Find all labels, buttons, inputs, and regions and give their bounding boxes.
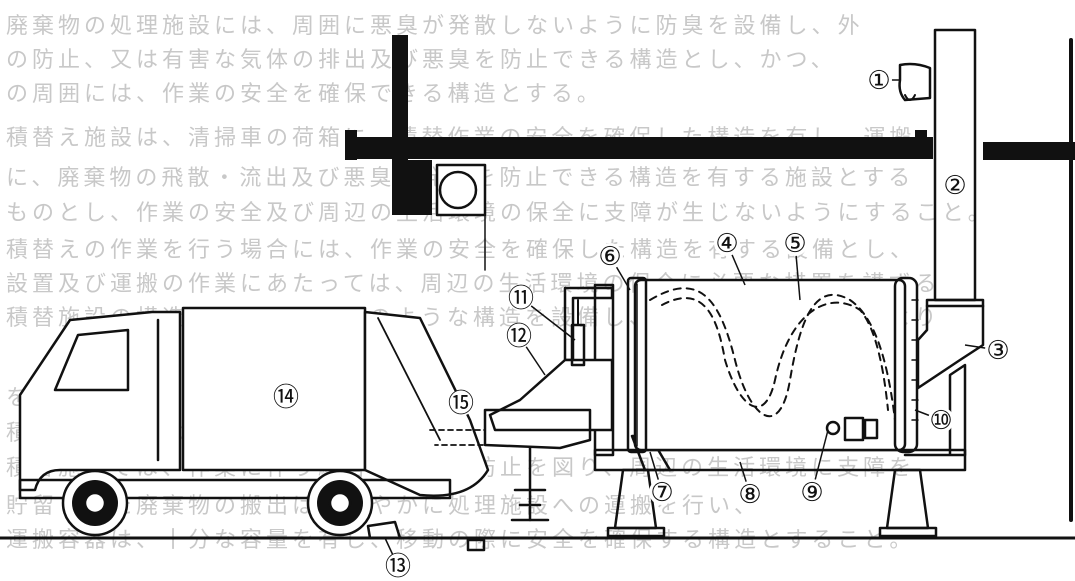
callout-badge <box>942 172 968 198</box>
callout-badge <box>649 479 675 505</box>
callout-label: ⑦ <box>650 478 673 508</box>
callout-badge <box>782 230 808 256</box>
callout-label: ② <box>943 171 966 201</box>
callout-badge <box>985 337 1011 363</box>
truck-chassis <box>18 478 452 500</box>
callout-layer: ① ② ③ ④ ⑤ ⑥ ⑦ ⑧ ⑨ ⑩ ⑪ ⑫ ⑬ ⑭ ⑮ <box>273 66 1011 581</box>
exhaust-fan <box>898 62 932 102</box>
callout-3: ③ <box>964 336 1011 366</box>
drive-motor <box>825 416 879 442</box>
callout-label: ① <box>867 66 890 96</box>
front-wheel <box>61 469 129 537</box>
callout-11: ⑪ <box>508 284 576 341</box>
callout-label: ③ <box>986 336 1009 366</box>
ceiling-beam <box>345 137 933 159</box>
ceiling-beam-end <box>345 130 357 160</box>
callout-label: ⑪ <box>508 284 534 314</box>
truck-cab <box>18 310 182 492</box>
callout-badge <box>506 323 532 349</box>
callout-label: ⑥ <box>598 242 621 272</box>
callout-6: ⑥ <box>597 242 631 291</box>
callout-14: ⑭ <box>273 383 299 413</box>
callout-badge <box>928 407 954 433</box>
ceiling-beam-right <box>983 142 1075 160</box>
base-frame <box>593 283 967 538</box>
callout-label: ⑨ <box>800 478 823 508</box>
ceiling-beam-lip <box>915 130 927 158</box>
callout-badge <box>866 67 892 93</box>
callout-13: ⑬ <box>384 537 411 581</box>
callout-15: ⑮ <box>448 389 474 419</box>
callout-label: ⑬ <box>385 552 411 581</box>
callout-label: ⑭ <box>273 383 299 413</box>
wheel-stop <box>366 520 402 540</box>
callout-10: ⑩ <box>914 406 954 436</box>
callout-label: ⑤ <box>783 229 806 259</box>
callout-badge <box>273 384 299 410</box>
callout-badge <box>448 390 474 416</box>
leg-right <box>885 468 930 530</box>
exhaust-duct <box>933 28 977 302</box>
callout-label: ⑮ <box>448 389 474 419</box>
callout-label: ⑩ <box>929 406 952 436</box>
drum-end-ring <box>893 276 919 454</box>
callout-badge <box>597 243 623 269</box>
callout-4: ④ <box>714 229 746 286</box>
callout-badge <box>737 481 763 507</box>
callout-1: ① <box>866 66 900 96</box>
hood <box>916 298 985 390</box>
callout-label: ④ <box>715 229 738 259</box>
callout-5: ⑤ <box>782 229 808 301</box>
hydraulic-cylinder <box>570 323 586 367</box>
spiral-screw <box>649 287 896 421</box>
callout-badge <box>714 230 740 256</box>
cab-window <box>53 328 130 392</box>
callout-7: ⑦ <box>649 451 675 508</box>
callout-label: ⑧ <box>738 480 761 510</box>
callout-badge <box>508 285 534 311</box>
callout-label: ⑫ <box>506 322 532 352</box>
rear-wheel <box>306 469 374 537</box>
callout-9: ⑨ <box>799 429 829 508</box>
column-base-block <box>392 160 432 215</box>
packer-truck <box>18 306 490 540</box>
callout-2: ② <box>942 171 968 201</box>
truck-hopper <box>363 310 490 497</box>
callout-badge <box>385 553 411 579</box>
feed-chute <box>466 286 614 552</box>
wall-fan <box>438 170 478 210</box>
drum-inlet-ring <box>626 276 648 454</box>
callout-badge <box>799 479 825 505</box>
rotary-drum <box>626 276 919 454</box>
callout-8: ⑧ <box>737 461 763 510</box>
building-structure <box>0 35 1075 540</box>
callout-12: ⑫ <box>506 322 546 376</box>
exhaust-system <box>435 28 985 390</box>
